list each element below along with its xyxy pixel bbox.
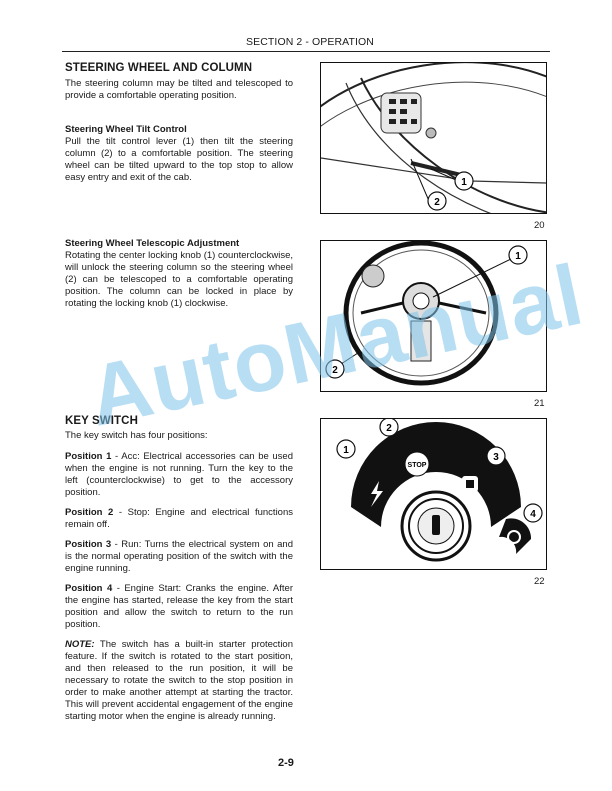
fig21-callout-2: 2 xyxy=(332,365,338,376)
acc-lightning-icon xyxy=(371,481,383,507)
figure-20-steering-tilt: 1 2 xyxy=(320,62,547,214)
section-header: SECTION 2 - OPERATION xyxy=(246,36,374,48)
fig21-callout-1: 1 xyxy=(515,251,521,262)
fig20-callout-2: 2 xyxy=(434,197,440,208)
tilt-title: Steering Wheel Tilt Control xyxy=(65,124,187,135)
tilt-text: Pull the tilt control lever (1) then til… xyxy=(65,136,293,183)
figure-21-steering-telescopic: 1 2 xyxy=(320,240,547,392)
steering-title: STEERING WHEEL AND COLUMN xyxy=(65,62,253,74)
fig22-callout-4: 4 xyxy=(530,509,536,520)
figure-20-illustration: 1 2 xyxy=(321,63,546,213)
position-3-text: - Run: Turns the electrical system on an… xyxy=(65,539,293,574)
position-4-text: - Engine Start: Cranks the engine. After… xyxy=(65,583,293,630)
key-switch-intro: The key switch has four positions: xyxy=(65,430,208,441)
note-text: The switch has a built-in starter protec… xyxy=(65,639,293,722)
position-2-label: Position 2 xyxy=(65,507,114,518)
steering-section: STEERING WHEEL AND COLUMN The steering c… xyxy=(65,62,293,102)
fig22-callout-1: 1 xyxy=(343,445,349,456)
telescopic-title: Steering Wheel Telescopic Adjustment xyxy=(65,238,240,249)
page-number: 2-9 xyxy=(278,757,294,769)
tilt-section: Steering Wheel Tilt Control Pull the til… xyxy=(65,124,293,184)
figure-22-key-switch: STOP 1 2 3 4 xyxy=(320,418,547,570)
position-1-label: Position 1 xyxy=(65,451,112,462)
fig22-callout-3: 3 xyxy=(493,452,499,463)
position-1-text: - Acc: Electrical accessories can be use… xyxy=(65,451,293,498)
position-1-paragraph: Position 1 - Acc: Electrical accessories… xyxy=(65,451,293,499)
fig22-callout-2: 2 xyxy=(386,423,392,434)
fig20-callout-1: 1 xyxy=(461,177,467,188)
note-label: NOTE: xyxy=(65,639,95,650)
figure-22-number: 22 xyxy=(534,576,545,587)
position-2-paragraph: Position 2 - Stop: Engine and electrical… xyxy=(65,507,293,531)
key-switch-section: KEY SWITCH The key switch has four posit… xyxy=(65,415,293,723)
figure-21-illustration: 1 2 xyxy=(325,241,528,386)
telescopic-section: Steering Wheel Telescopic Adjustment Rot… xyxy=(65,238,293,310)
position-4-paragraph: Position 4 - Engine Start: Cranks the en… xyxy=(65,583,293,631)
header-rule xyxy=(62,51,550,52)
steering-intro: The steering column may be tilted and te… xyxy=(65,78,293,101)
figure-21-number: 21 xyxy=(534,398,545,409)
position-3-paragraph: Position 3 - Run: Turns the electrical s… xyxy=(65,539,293,575)
note-paragraph: NOTE: The switch has a built-in starter … xyxy=(65,639,293,723)
key-switch-title: KEY SWITCH xyxy=(65,415,138,427)
telescopic-text: Rotating the center locking knob (1) cou… xyxy=(65,250,293,309)
position-4-label: Position 4 xyxy=(65,583,113,594)
position-3-label: Position 3 xyxy=(65,539,112,550)
figure-22-illustration: STOP 1 2 3 4 xyxy=(336,419,543,562)
position-2-text: - Stop: Engine and electrical functions … xyxy=(65,507,293,530)
stop-icon-label: STOP xyxy=(408,462,427,469)
figure-20-number: 20 xyxy=(534,220,545,231)
start-icon xyxy=(507,530,521,544)
